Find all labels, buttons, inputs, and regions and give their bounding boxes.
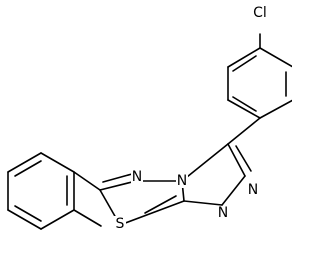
bond	[40, 209, 75, 230]
chlorine-atom-label: Cl	[253, 5, 267, 21]
structure-canvas: Cl N N N N S	[7, 2, 292, 232]
bond	[73, 209, 102, 227]
atom-layer: Cl N N N N S	[114, 2, 272, 232]
molecule-structure: Cl N N N N S	[7, 2, 292, 232]
bond	[40, 152, 75, 173]
bond	[7, 152, 42, 173]
bond	[259, 47, 292, 68]
bond	[221, 175, 246, 206]
bond	[232, 96, 257, 112]
triazole-nitrogen-3-label: N	[248, 182, 258, 198]
bond	[259, 99, 292, 119]
bond	[14, 160, 42, 177]
bond	[181, 143, 229, 182]
bond	[119, 200, 185, 226]
bond	[102, 173, 133, 183]
bond	[227, 47, 261, 68]
bond	[14, 205, 42, 222]
bond	[144, 195, 177, 214]
bond	[235, 145, 252, 172]
bridgehead-nitrogen-label: N	[177, 173, 187, 189]
bond	[227, 117, 261, 145]
thiadiazole-nitrogen-label: N	[132, 169, 142, 185]
bond	[73, 171, 101, 191]
sulfur-atom-label: S	[116, 216, 125, 232]
bond	[7, 209, 42, 230]
bond-layer	[7, 33, 292, 230]
bond	[227, 143, 246, 177]
bond	[232, 55, 257, 72]
triazole-nitrogen-4-label: N	[218, 205, 228, 221]
bond	[183, 200, 223, 206]
bond	[99, 180, 137, 191]
bond	[227, 99, 261, 119]
